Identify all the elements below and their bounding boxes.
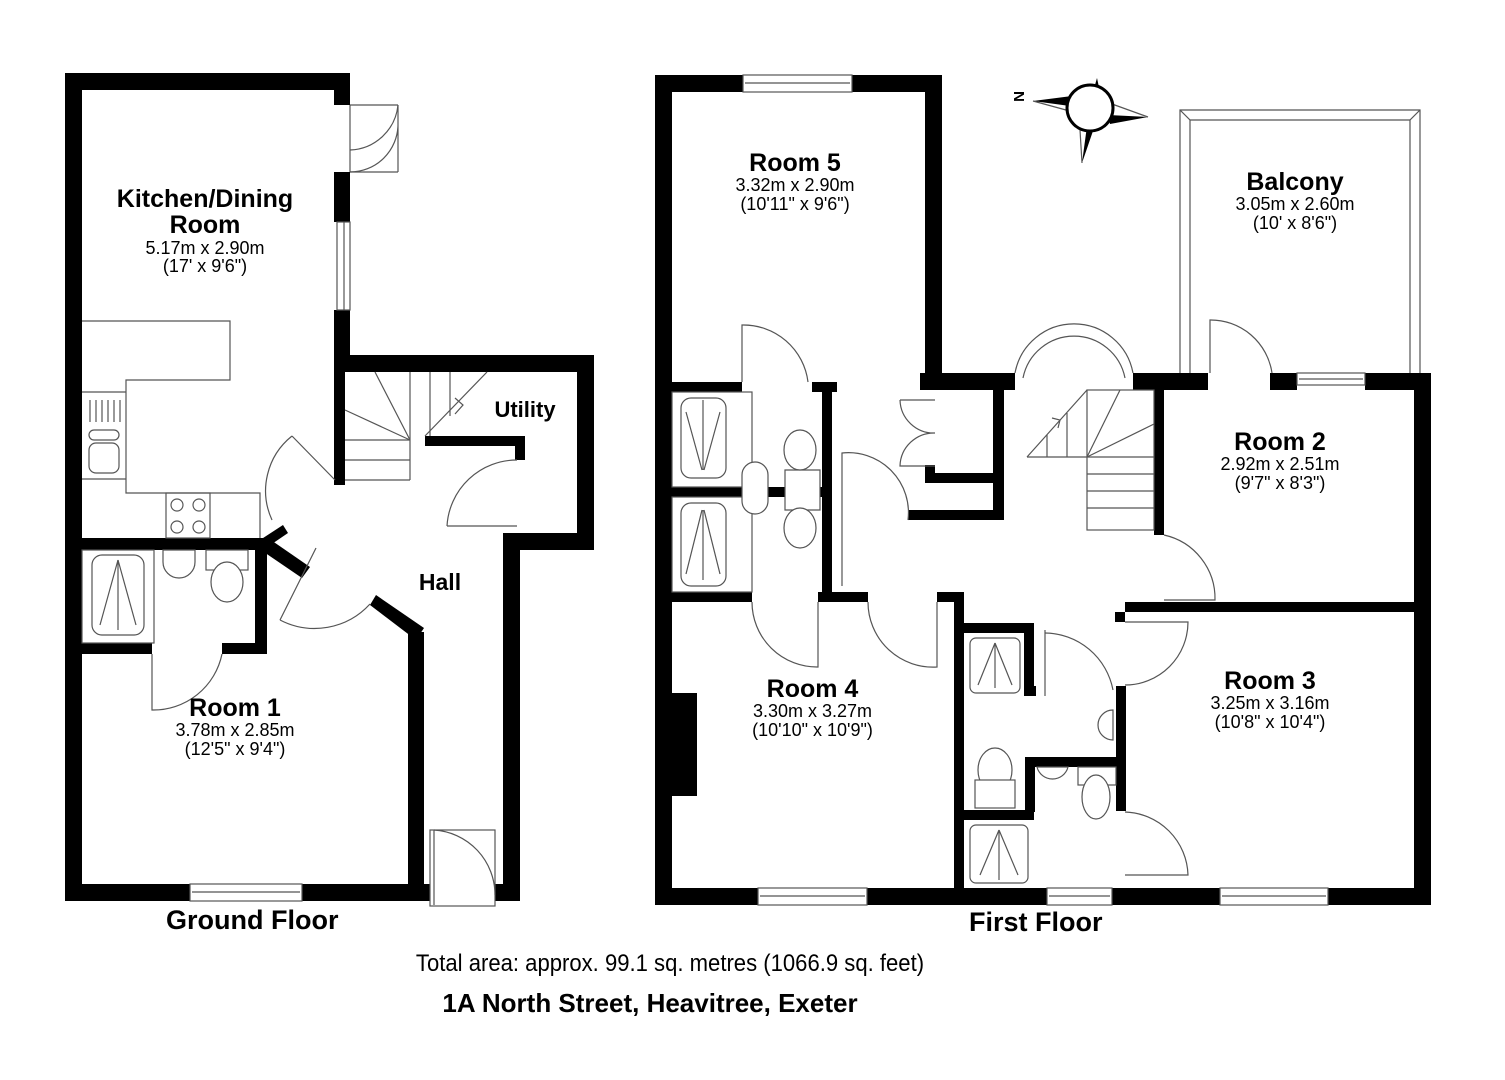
room-dimensions-metric: 2.92m x 2.51m [1220, 454, 1340, 475]
room-dimensions-metric: 3.05m x 2.60m [1235, 194, 1355, 215]
room-label-room-2: Room 2 2.92m x 2.51m (9'7" x 8'3") [1195, 429, 1365, 493]
room-name: Balcony [1246, 168, 1344, 196]
first-floor-stairs [1026, 389, 1155, 531]
room-label-kitchen: Kitchen/Dining Room 5.17m x 2.90m (17' x… [95, 186, 315, 276]
room-name-line2: Room [169, 211, 241, 240]
room-name: Room 3 [1224, 667, 1316, 695]
room-label-room-4: Room 4 3.30m x 3.27m (10'10" x 10'9") [725, 676, 900, 740]
ground-floor-title: Ground Floor [166, 905, 339, 935]
room-label-hall: Hall [405, 570, 475, 594]
room-label-utility: Utility [480, 398, 570, 421]
room-name: Hall [418, 569, 462, 595]
first-floor-title: First Floor [969, 907, 1103, 937]
first-floor-bath-fixtures [671, 391, 1117, 884]
ground-bathroom-fixtures [81, 549, 249, 644]
balcony-outline [1179, 109, 1421, 373]
ground-stairs [344, 371, 488, 481]
room-name: Room 5 [749, 149, 841, 177]
room-dimensions-metric: 3.32m x 2.90m [735, 175, 855, 196]
kitchen-fixtures [82, 320, 261, 539]
room-dimensions-metric: 3.25m x 3.16m [1210, 693, 1330, 714]
room-label-room-1: Room 1 3.78m x 2.85m (12'5" x 9'4") [150, 695, 320, 759]
room-dimensions-metric: 3.78m x 2.85m [175, 720, 295, 741]
room-name: Kitchen/Dining [116, 185, 294, 213]
room-label-room-5: Room 5 3.32m x 2.90m (10'11" x 9'6") [710, 150, 880, 214]
room-name: Room 4 [766, 675, 859, 703]
first-floor-doors [741, 319, 1273, 876]
room-dimensions-metric: 3.30m x 3.27m [752, 701, 873, 722]
room-name: Room 1 [189, 694, 281, 722]
compass-north-label: N [1010, 91, 1028, 102]
ground-floor-doors [151, 104, 518, 907]
room-dimensions-imperial: (9'7" x 8'3") [1234, 473, 1326, 494]
compass-rose-icon [1032, 78, 1149, 164]
room-label-balcony: Balcony 3.05m x 2.60m (10' x 8'6") [1210, 169, 1380, 233]
room-name: Room 2 [1234, 428, 1326, 456]
room-dimensions-metric: 5.17m x 2.90m [145, 237, 265, 258]
ground-floor-walls [65, 73, 594, 901]
room-dimensions-imperial: (12'5" x 9'4") [184, 739, 286, 760]
room-name: Utility [494, 397, 556, 422]
property-address: 1A North Street, Heavitree, Exeter [442, 988, 858, 1018]
room-dimensions-imperial: (17' x 9'6") [162, 256, 248, 277]
room-dimensions-imperial: (10'10" x 10'9") [752, 720, 873, 741]
first-floor-windows [742, 74, 1366, 906]
room-dimensions-imperial: (10'8" x 10'4") [1214, 712, 1326, 733]
room-label-room-3: Room 3 3.25m x 3.16m (10'8" x 10'4") [1185, 668, 1355, 732]
ground-floor-windows [189, 221, 351, 902]
total-area-text: Total area: approx. 99.1 sq. metres (106… [415, 950, 925, 977]
room-dimensions-imperial: (10'11" x 9'6") [740, 194, 850, 215]
room-dimensions-imperial: (10' x 8'6") [1252, 213, 1338, 234]
